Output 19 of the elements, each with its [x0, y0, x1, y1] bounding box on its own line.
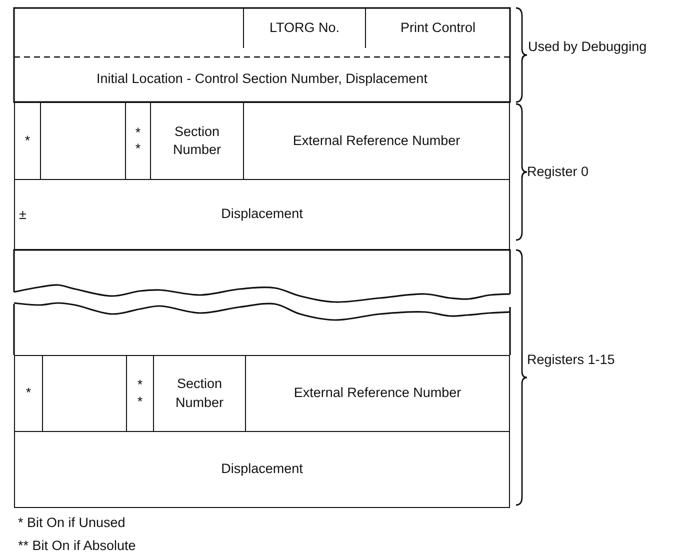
footnote-mark: **: [134, 124, 142, 158]
footnote-mark: **: [136, 377, 144, 410]
bracket-label: Registers 1-15: [527, 352, 615, 367]
field-label: Section Number: [172, 122, 222, 159]
field-label: Print Control: [400, 18, 476, 37]
footnote: ** Bit On if Absolute: [18, 538, 136, 553]
bracket-label: Used by Debugging: [528, 39, 647, 54]
footnote-mark: *: [24, 132, 32, 150]
field-label: Displacement: [221, 205, 303, 224]
field-label: Initial Location - Control Section Number, Displacement: [96, 70, 428, 88]
field-label: Section Number: [174, 375, 224, 412]
field-label: LTORG No.: [269, 18, 340, 37]
footnote-mark: *: [24, 385, 32, 402]
field-label: External Reference Number: [294, 384, 462, 402]
sign-mark: ±: [19, 205, 26, 224]
bracket-label: Register 0: [527, 164, 589, 179]
footnote: * Bit On if Unused: [18, 515, 126, 530]
field-label: External Reference Number: [292, 132, 460, 150]
field-label: Displacement: [221, 460, 303, 478]
